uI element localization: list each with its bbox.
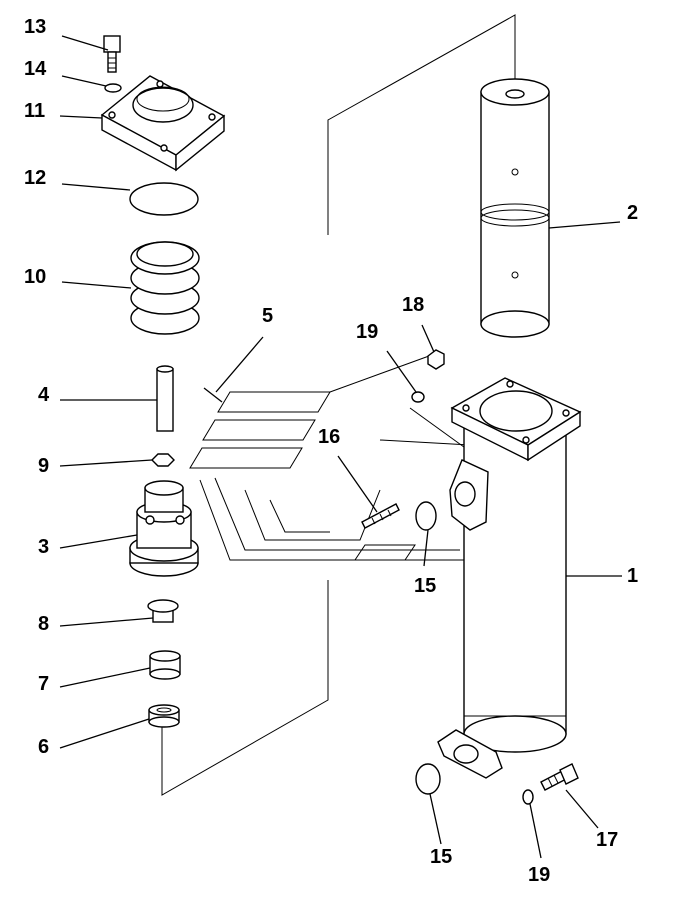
part-15-o-ring-lower <box>415 763 441 795</box>
callout-19-upper: 19 <box>356 321 378 343</box>
callout-3: 3 <box>38 536 49 558</box>
callout-2: 2 <box>627 202 638 224</box>
part-17-bolt <box>540 763 579 791</box>
callout-8: 8 <box>38 613 49 635</box>
part-14-washer <box>104 83 122 93</box>
callout-13: 13 <box>24 16 46 38</box>
part-13-bolt <box>103 35 121 73</box>
part-2-filter-element <box>480 78 550 338</box>
part-3-valve-body <box>129 480 199 577</box>
callout-14: 14 <box>24 58 47 80</box>
part-19-washer-lower <box>522 789 534 805</box>
watermark-logo <box>189 351 471 561</box>
callout-15-lower: 15 <box>430 846 452 868</box>
callout-9: 9 <box>38 455 49 477</box>
callout-1: 1 <box>627 565 638 587</box>
part-7-seal <box>149 650 181 680</box>
callout-15-upper: 15 <box>414 575 436 597</box>
part-19-washer-upper <box>411 391 425 403</box>
part-5-pin <box>203 387 223 403</box>
part-16-stud <box>361 503 400 529</box>
part-18-nut <box>427 349 445 370</box>
part-4-shaft <box>156 365 174 432</box>
callout-11: 11 <box>24 100 45 122</box>
callout-19-lower: 19 <box>528 864 550 886</box>
callout-5: 5 <box>262 305 273 327</box>
callout-7: 7 <box>38 673 49 695</box>
leader-lines <box>59 35 622 859</box>
part-15-o-ring-upper <box>415 501 437 531</box>
callout-12: 12 <box>24 167 46 189</box>
part-11-cover <box>100 75 226 172</box>
callout-6: 6 <box>38 736 49 758</box>
callout-16: 16 <box>318 426 340 448</box>
part-10-bellows <box>130 241 200 335</box>
callout-10: 10 <box>24 266 46 288</box>
callout-18: 18 <box>402 294 424 316</box>
part-6-cap <box>148 704 180 728</box>
part-12-o-ring <box>129 182 199 216</box>
part-1-filter-case <box>437 377 582 779</box>
callout-17: 17 <box>596 829 618 851</box>
part-8-bushing <box>147 599 179 623</box>
callout-labels: 13 14 11 12 10 5 4 9 3 8 7 6 2 18 19 16 … <box>24 16 638 886</box>
part-9-washer <box>151 453 175 467</box>
callout-4: 4 <box>38 384 50 406</box>
